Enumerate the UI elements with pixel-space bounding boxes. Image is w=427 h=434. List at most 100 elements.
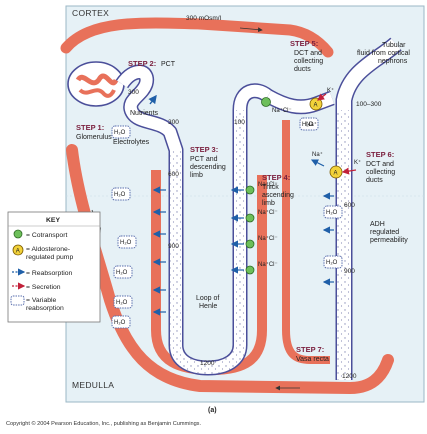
na-label: Na⁺ (306, 121, 317, 128)
pump-icon-letter: A (16, 249, 20, 255)
water-box: H₂O (111, 315, 131, 329)
svg-text:H₂O: H₂O (114, 130, 126, 136)
osm-pct: 300 (128, 89, 139, 96)
legend: KEY = Cotransport A = Aldosterone- regul… (7, 211, 101, 323)
svg-text:H₂O: H₂O (114, 320, 126, 326)
water-box: H₂O (111, 187, 131, 201)
legend-pump-line2: regulated pump (26, 254, 73, 261)
cortical-blood-vessel (60, 17, 334, 58)
osm-descending-lower: 900 (168, 243, 179, 250)
cortical-vessel-arrow (239, 27, 263, 33)
water-box: H₂O (323, 205, 343, 219)
copyright: Copyright © 2004 Pearson Education, Inc.… (6, 420, 201, 427)
svg-text:A: A (314, 103, 318, 109)
loop-henle-line2: Henle (199, 303, 217, 310)
step-5-line1: DCT and (294, 50, 322, 57)
water-reabsorption-markers: H₂O H₂O H₂O H₂O H₂O H₂O H₂O H₂O (111, 117, 343, 329)
step-1-text: Glomerulus (76, 134, 112, 141)
nacl-label: Na⁺Cl⁻ (272, 107, 292, 114)
osm-cortex-top: 300 mOsm/l (186, 15, 222, 22)
vasa-recta-loop-right (282, 120, 330, 364)
svg-text:H₂O: H₂O (326, 260, 338, 266)
cortex-label: CORTEX (72, 8, 109, 18)
step-2-text: PCT (161, 61, 176, 68)
loop-henle-line1: Loop of (196, 295, 219, 302)
variable-reabsorption-icon (10, 295, 25, 306)
svg-text:H₂O: H₂O (120, 240, 132, 246)
osm-dct-range: 100–300 (356, 101, 382, 108)
na-label: Na⁺ (312, 151, 323, 158)
descending-water-arrows (152, 186, 166, 316)
water-box: H₂O (113, 265, 133, 279)
nacl-label: Na⁺Cl⁻ (258, 261, 278, 268)
step-2-title: STEP 2: (128, 59, 156, 68)
svg-text:H₂O: H₂O (302, 122, 314, 128)
step-3-title: STEP 3: (190, 145, 218, 154)
step-5-line3: ducts (294, 66, 311, 73)
aldosterone-pump: A (309, 97, 323, 111)
osm-collecting-upper: 600 (344, 202, 355, 209)
legend-variable: = Variable (26, 297, 57, 304)
adh-line2: regulated (370, 229, 399, 236)
adh-line1: ADH (370, 221, 385, 228)
step-1-title: STEP 1: (76, 123, 104, 132)
adh-line3: permeability (370, 237, 408, 244)
step-3-line2: descending (190, 164, 226, 171)
figure-caption: (a) (208, 407, 217, 414)
pump-icon (12, 244, 24, 256)
osm-ascending-top: 100 (234, 119, 245, 126)
step-4-title: STEP 4: (262, 173, 290, 182)
tubular-fluid-line3: nephrons (378, 58, 408, 65)
nacl-arrows (230, 186, 244, 274)
svg-text:A: A (334, 171, 338, 177)
tubular-fluid-line2: fluid from cortical (357, 50, 410, 57)
svg-text:H₂O: H₂O (114, 192, 126, 198)
step-6-title: STEP 6: (366, 150, 394, 159)
water-box: H₂O (299, 117, 319, 131)
legend-secretion: = Secretion (26, 284, 61, 291)
water-box: H₂O (111, 125, 131, 139)
step-4-line2: ascending (262, 192, 294, 199)
step-7-title: STEP 7: (296, 345, 324, 354)
svg-text:H₂O: H₂O (326, 210, 338, 216)
step-7-text: Vasa recta (296, 356, 329, 363)
secretion-arrow (317, 93, 327, 101)
tubule-lumen-dots (170, 110, 246, 375)
reabsorption-arrow (310, 159, 325, 167)
step-6-line2: collecting (366, 169, 395, 176)
water-box: H₂O (117, 235, 137, 249)
aldosterone-pump: A (329, 165, 343, 179)
medulla-label: MEDULLA (72, 380, 114, 390)
step-6-line1: DCT and (366, 161, 394, 168)
tubular-fluid-line1: Tubular (382, 42, 406, 49)
cotransport-markers (245, 97, 271, 275)
legend-pump: = Aldosterone- (26, 246, 70, 253)
step-6-line3: ducts (366, 177, 383, 184)
osm-descending-mid: 600 (168, 171, 179, 178)
collecting-water-arrows (322, 192, 334, 286)
secretion-arrow (341, 167, 357, 175)
k-label: K⁺ (327, 87, 334, 94)
step-3-line3: limb (190, 172, 203, 179)
nutrients-arrow (148, 94, 157, 105)
k-label: K⁺ (354, 159, 361, 166)
step-5-title: STEP 5: (290, 39, 318, 48)
step-4-line3: limb (262, 200, 275, 207)
collecting-duct-lumen (337, 38, 401, 380)
nacl-label: Na⁺Cl⁻ (258, 209, 278, 216)
svg-text:H₂O: H₂O (116, 270, 128, 276)
svg-text:H₂O: H₂O (116, 300, 128, 306)
step-5-line2: collecting (294, 58, 323, 65)
water-box: H₂O (113, 295, 133, 309)
glomerulus (67, 61, 125, 107)
nacl-label: Na⁺Cl⁻ (258, 181, 278, 188)
osm-descending-top: 300 (168, 119, 179, 126)
osm-collecting-lower: 900 (344, 268, 355, 275)
step-3-line1: PCT and (190, 156, 218, 163)
osm-descending-bottom: 1200 (200, 360, 215, 367)
step-4-line1: Thick (262, 184, 279, 191)
legend-variable-line2: reabsorption (26, 305, 64, 312)
nacl-label: Na⁺Cl⁻ (258, 235, 278, 242)
water-box: H₂O (323, 255, 343, 269)
